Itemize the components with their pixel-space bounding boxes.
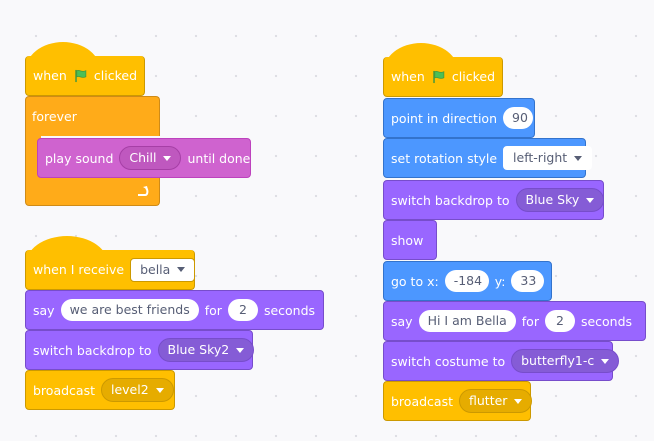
chevron-down-icon [163,155,172,161]
until-done-label: until done [187,150,251,166]
costume-dropdown[interactable]: butterfly1-c [511,349,620,373]
say-label: say [33,302,55,318]
sound-dropdown[interactable]: Chill [119,146,182,170]
when-label: when [33,68,67,83]
when-flag-clicked-block[interactable]: when clicked [25,56,145,96]
seconds-label: seconds [263,302,316,318]
go-to-x-label: go to x: [391,273,439,289]
switch-costume-label: switch costume to [391,353,506,369]
chevron-down-icon [155,387,164,393]
forever-block[interactable]: forever [25,96,160,206]
switch-backdrop-label: switch backdrop to [33,342,152,358]
clicked-label: clicked [93,68,137,83]
switch-backdrop-block[interactable]: switch backdrop to Blue Sky [383,180,605,220]
broadcast-label: broadcast [33,382,95,398]
for-label: for [521,313,539,329]
say-for-seconds-block[interactable]: say Hi I am Bella for 2 seconds [383,301,646,341]
set-rotation-style-block[interactable]: set rotation style left-right [383,138,593,178]
y-input[interactable]: 33 [511,270,544,292]
broadcast-label: broadcast [391,393,453,409]
say-text-input[interactable]: we are best friends [60,299,199,321]
play-sound-until-done-block[interactable]: play sound Chill until done [37,138,251,178]
go-to-xy-block[interactable]: go to x: -184 y: 33 [383,261,552,301]
switch-backdrop-label: switch backdrop to [391,192,510,208]
point-in-direction-label: point in direction [391,110,497,126]
x-input[interactable]: -184 [444,270,489,292]
rotation-style-dropdown[interactable]: left-right [503,146,593,170]
show-block[interactable]: show [383,220,437,260]
seconds-input[interactable]: 2 [227,299,258,321]
set-rotation-style-label: set rotation style [391,150,498,166]
clicked-label: clicked [451,69,495,84]
say-for-seconds-block[interactable]: say we are best friends for 2 seconds [25,290,324,330]
chevron-down-icon [177,267,186,272]
backdrop-dropdown[interactable]: Blue Sky [515,188,605,212]
green-flag-icon [433,70,444,83]
loop-arrow-icon [138,186,149,196]
when-label: when [391,69,425,84]
backdrop-dropdown[interactable]: Blue Sky2 [157,338,255,362]
when-i-receive-label: when I receive [33,262,125,277]
switch-backdrop-block[interactable]: switch backdrop to Blue Sky2 [25,330,255,370]
chevron-down-icon [586,197,595,203]
broadcast-block[interactable]: broadcast flutter [383,381,533,421]
broadcast-message-dropdown[interactable]: flutter [459,389,533,413]
switch-costume-block[interactable]: switch costume to butterfly1-c [383,341,620,381]
broadcast-message-dropdown[interactable]: level2 [101,378,174,402]
green-flag-icon [75,69,86,82]
when-flag-clicked-block[interactable]: when clicked [383,57,503,97]
y-label: y: [494,273,506,289]
when-i-receive-block[interactable]: when I receive bella [25,250,196,290]
say-label: say [391,313,413,329]
direction-input[interactable]: 90 [503,107,533,129]
forever-label: forever [32,109,77,124]
seconds-input[interactable]: 2 [544,310,575,332]
seconds-label: seconds [580,313,633,329]
show-label: show [391,232,424,248]
chevron-down-icon [236,347,245,353]
message-dropdown[interactable]: bella [130,257,196,282]
broadcast-block[interactable]: broadcast level2 [25,370,175,410]
chevron-down-icon [514,398,523,404]
point-in-direction-block[interactable]: point in direction 90 [383,98,535,138]
for-label: for [204,302,222,318]
chevron-down-icon [574,155,583,161]
play-sound-label: play sound [45,150,114,166]
chevron-down-icon [601,358,610,364]
say-text-input[interactable]: Hi I am Bella [418,310,516,332]
